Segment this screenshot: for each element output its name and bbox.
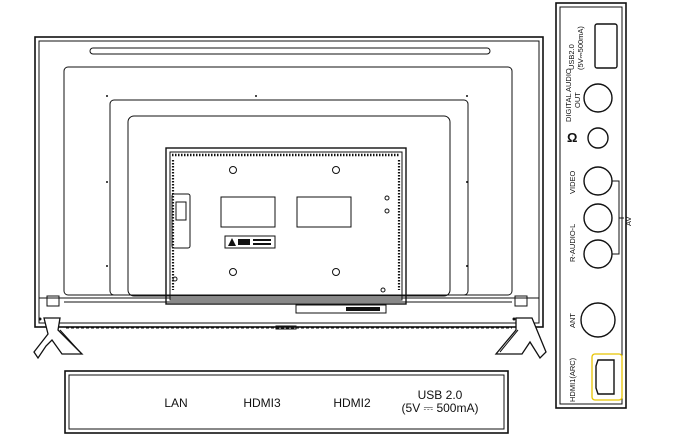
side-label-r-audio-l: R-AUDIO-L — [568, 223, 577, 262]
bottom-panel-outline — [64, 370, 509, 434]
video-jack — [583, 166, 613, 196]
ant-jack — [580, 302, 616, 338]
tv-cabinet-inner — [38, 40, 540, 324]
back-contour-mid — [109, 99, 469, 296]
bottom-port-label-usb: USB 2.0 — [417, 388, 463, 402]
hdmi1-port — [591, 353, 623, 401]
back-plate — [165, 147, 407, 305]
tv-cabinet-outline — [34, 36, 544, 328]
side-label-digital-audio-out: OUT — [573, 92, 582, 108]
av-bracket — [612, 180, 620, 255]
side-label-digital-audio: DIGITAL AUDIO — [564, 68, 573, 122]
digital-audio-out-jack — [583, 83, 613, 113]
side-label-usb: USB2.0 — [567, 44, 576, 70]
warning-label — [224, 235, 276, 249]
usb-port — [594, 23, 618, 69]
bottom-port-label-hdmi3: HDMI3 — [243, 396, 281, 410]
back-contour-outer — [63, 66, 513, 296]
side-port-block — [171, 193, 191, 249]
vesa-screw — [229, 268, 237, 276]
right-stand — [494, 295, 547, 360]
side-panel-outline — [555, 2, 627, 409]
bottom-port-label-hdmi2: HDMI2 — [333, 396, 371, 410]
vesa-screw — [332, 268, 340, 276]
side-label-hdmi1: HDMI1(ARC) — [568, 357, 577, 402]
side-label-ant: ANT — [568, 313, 577, 328]
side-label-usb-rating: (5V⎓500mA) — [576, 26, 585, 70]
headphone-jack — [587, 127, 609, 149]
audio-l-jack — [583, 239, 613, 269]
bottom-strip-marking — [346, 307, 380, 311]
bottom-strip — [295, 304, 387, 314]
back-label-right — [296, 196, 352, 228]
side-label-video: VIDEO — [568, 170, 577, 194]
top-vent-slot — [89, 47, 491, 55]
bottom-port-label-usb-rating: (5V ⎓ 500mA) — [401, 401, 479, 415]
headphone-icon: Ω — [567, 130, 578, 145]
back-label-left — [220, 196, 276, 228]
warning-label-marks — [228, 238, 271, 246]
left-stand — [33, 295, 84, 360]
bottom-port-label-lan: LAN — [164, 396, 188, 410]
vesa-screw — [332, 166, 340, 174]
side-label-av: AV — [624, 216, 633, 226]
audio-r-jack — [583, 203, 613, 233]
back-contour-inner — [127, 115, 451, 297]
vesa-screw — [229, 166, 237, 174]
